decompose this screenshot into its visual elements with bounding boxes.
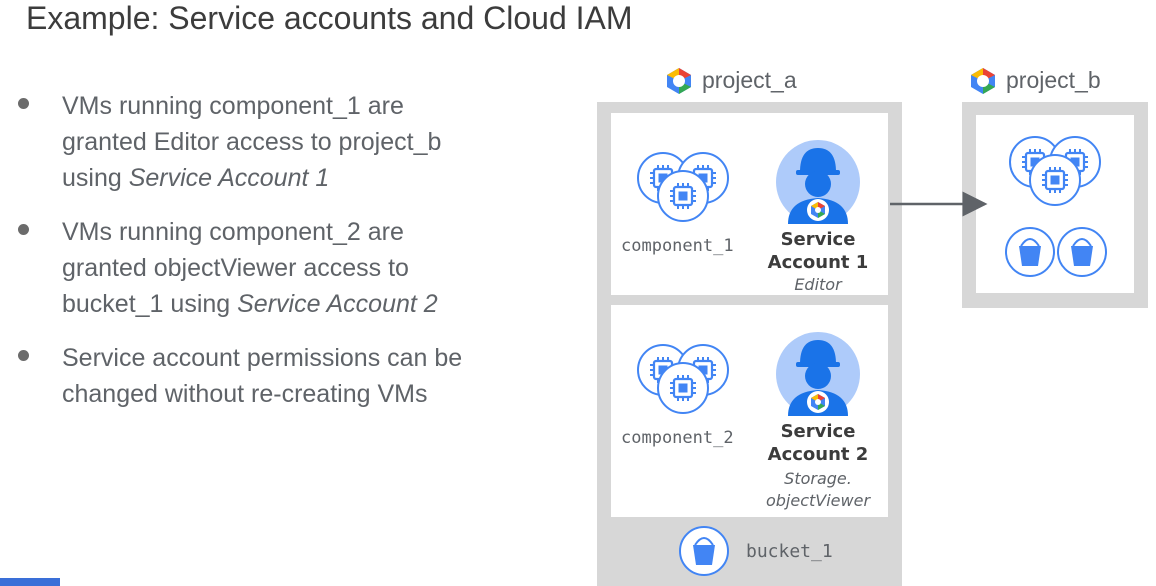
sa2-name-line1: Service xyxy=(780,421,856,442)
gcp-logo-icon xyxy=(971,68,995,94)
service-account-2-role: Storage. objectViewer xyxy=(752,468,884,512)
sa2-role-line1: Storage. xyxy=(784,469,852,488)
bullet-text-line: Service account permissions can be xyxy=(62,344,463,372)
service-account-1-icon xyxy=(776,140,860,224)
bucket-1-label: bucket_1 xyxy=(746,541,833,562)
service-account-2-name: Service Account 2 xyxy=(762,420,874,466)
slide-accent-bar xyxy=(0,578,60,586)
bullet-dot-icon xyxy=(18,98,29,109)
bullet-text-line: granted objectViewer access to xyxy=(62,254,409,282)
component-1-vm-cluster-icon xyxy=(638,153,728,221)
component-2-label: component_2 xyxy=(621,428,734,448)
bullet-text-line: using Service Account 1 xyxy=(62,164,330,192)
project-b-vm-cluster-icon xyxy=(1010,137,1100,205)
bullet-text-line: granted Editor access to project_b xyxy=(62,128,442,156)
bullet-text-line: bucket_1 using Service Account 2 xyxy=(62,290,438,318)
project-a-label: project_a xyxy=(702,67,797,93)
bullet-text-line: VMs running component_1 are xyxy=(62,92,404,120)
sa1-name-line1: Service xyxy=(780,229,856,250)
sa1-name-line2: Account 1 xyxy=(767,252,869,273)
project-b-bucket-icon xyxy=(1005,227,1055,277)
bullet-text-line: VMs running component_2 are xyxy=(62,218,404,246)
bullet-list: VMs running component_1 are granted Edito… xyxy=(18,88,578,430)
sa2-name-line2: Account 2 xyxy=(767,444,869,465)
bullet-dot-icon xyxy=(18,350,29,361)
bullet-item: VMs running component_2 are granted objec… xyxy=(18,214,578,322)
service-account-1-role: Editor xyxy=(794,275,842,294)
bullet-dot-icon xyxy=(18,224,29,235)
service-account-2-icon xyxy=(776,332,860,416)
bullet-item: Service account permissions can be change… xyxy=(18,340,578,412)
bullet-text-line: changed without re-creating VMs xyxy=(62,380,428,408)
project-b-label: project_b xyxy=(1006,67,1101,93)
bucket-1-icon xyxy=(679,526,729,576)
bullet-item: VMs running component_1 are granted Edito… xyxy=(18,88,578,196)
service-account-1-name: Service Account 1 xyxy=(762,228,874,274)
sa2-role-line2: objectViewer xyxy=(765,491,871,510)
component-2-vm-cluster-icon xyxy=(638,345,728,413)
project-b-bucket-icon xyxy=(1057,227,1107,277)
gcp-logo-icon xyxy=(667,68,691,94)
slide-title: Example: Service accounts and Cloud IAM xyxy=(26,0,633,36)
component-1-label: component_1 xyxy=(621,236,734,256)
